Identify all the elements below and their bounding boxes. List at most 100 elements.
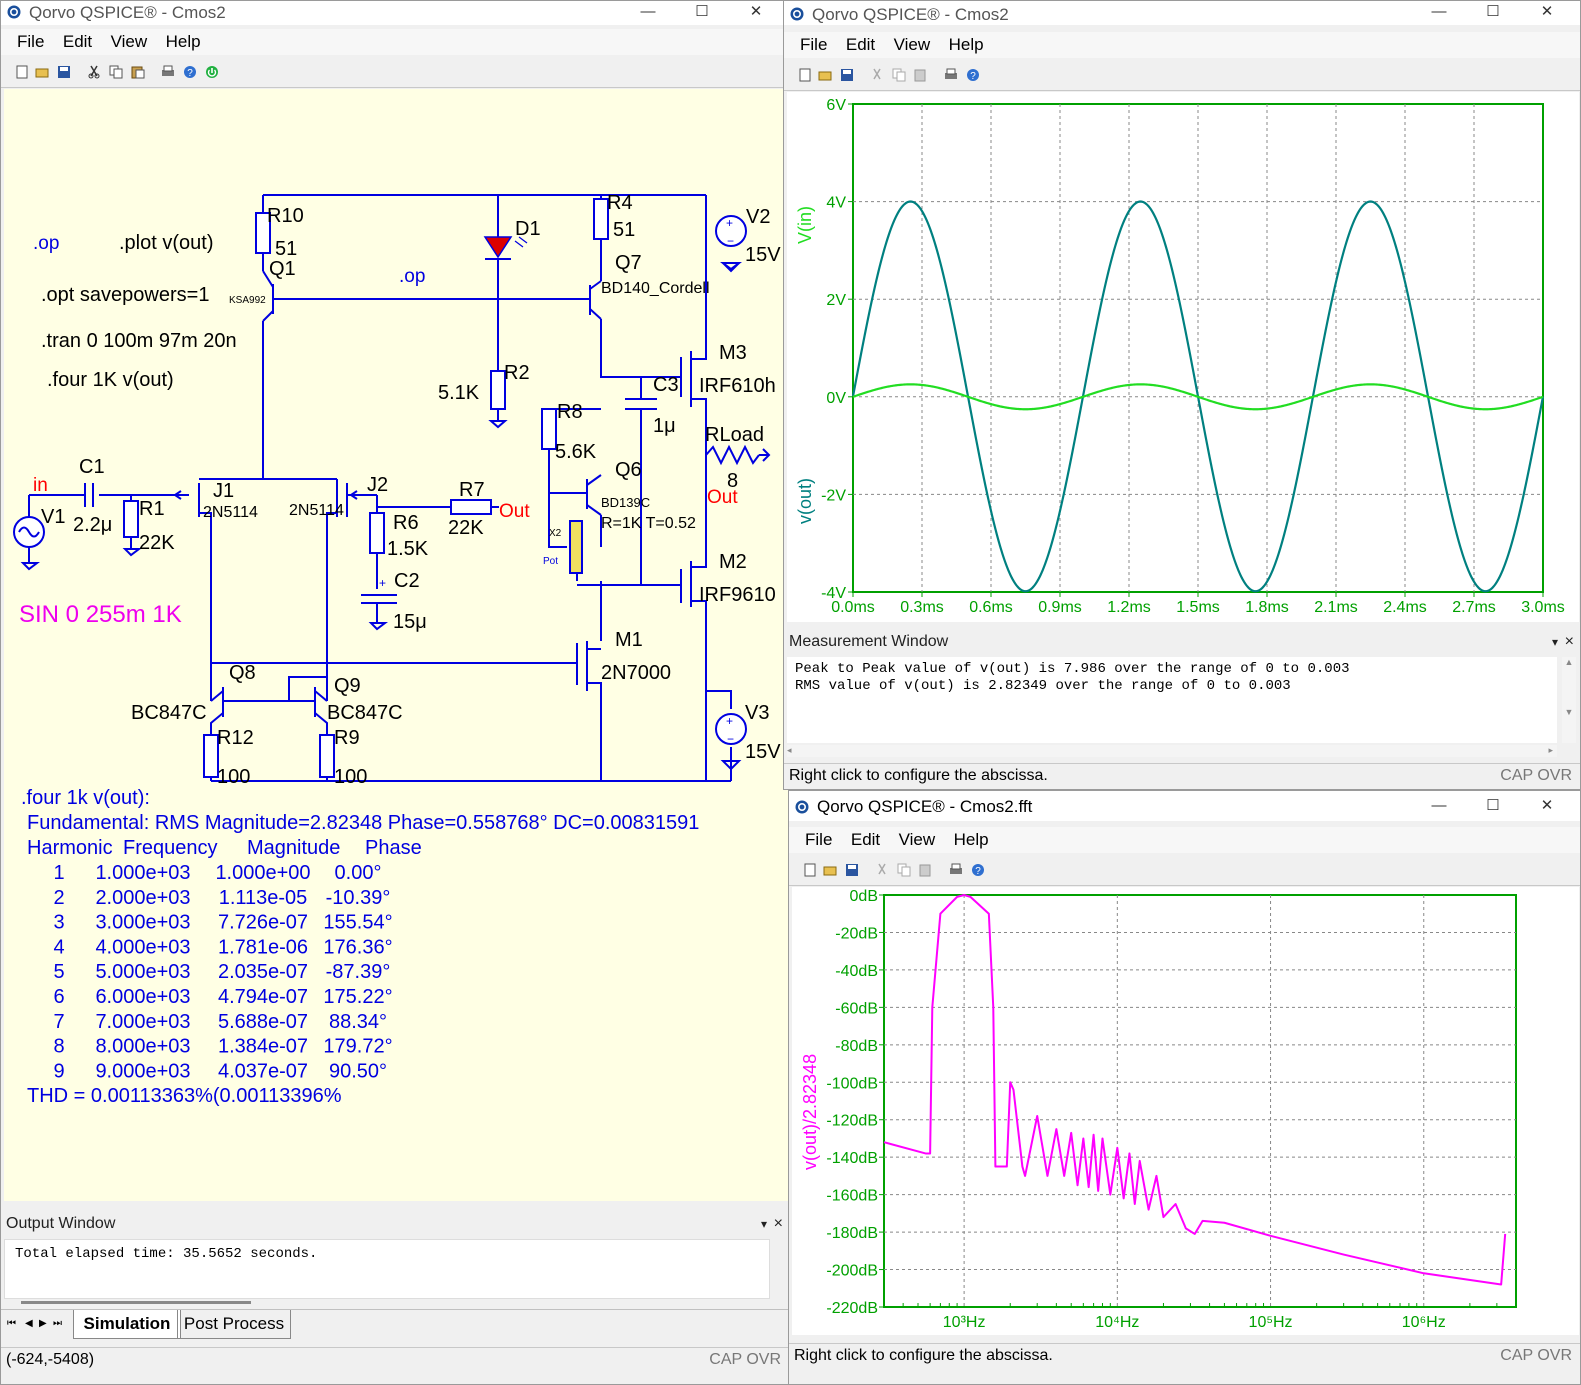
label-r9-val[interactable]: 100 (334, 766, 367, 788)
menu-edit[interactable]: Edit (850, 830, 881, 849)
net-label-in[interactable]: in (33, 475, 48, 496)
net-label-out-2[interactable]: Out (707, 487, 738, 508)
label-r8[interactable]: R8 (557, 401, 583, 423)
legend-vout[interactable]: v(out) (795, 478, 815, 524)
label-c2-val[interactable]: 15μ (393, 611, 427, 633)
tab-nav-next-icon[interactable]: ▶ (39, 1318, 47, 1329)
label-m1-model[interactable]: 2N7000 (601, 662, 671, 684)
label-x2[interactable]: X2 (549, 528, 562, 539)
menu-file[interactable]: File (800, 35, 828, 54)
help-icon[interactable]: ? (971, 863, 985, 877)
tab-nav-first-icon[interactable]: ⏮ (7, 1318, 16, 1329)
print-icon[interactable] (944, 68, 958, 82)
label-q1-model[interactable]: KSA992 (229, 295, 266, 306)
label-r6-val[interactable]: 1.5K (387, 538, 429, 560)
label-c2[interactable]: C2 (394, 570, 420, 592)
label-c3-val[interactable]: 1μ (653, 415, 676, 437)
label-r8-val[interactable]: 5.6K (555, 441, 597, 463)
label-q7-model[interactable]: BD140_Cordell (601, 280, 710, 297)
label-m3-model[interactable]: IRF610h (699, 375, 776, 397)
save-icon[interactable] (57, 65, 71, 79)
tab-post-process[interactable]: Post Process (177, 1310, 291, 1339)
menu-view[interactable]: View (110, 32, 148, 51)
copy-icon[interactable] (897, 863, 911, 877)
label-r10[interactable]: R10 (267, 205, 304, 227)
menu-edit[interactable]: Edit (62, 32, 93, 51)
copy-icon[interactable] (892, 68, 906, 82)
minimize-icon[interactable]: — (1431, 3, 1447, 20)
label-v1[interactable]: V1 (41, 506, 65, 528)
directive-tran[interactable]: .tran 0 100m 97m 20n (41, 330, 237, 352)
paste-icon[interactable] (919, 863, 933, 877)
label-r7-val[interactable]: 22K (448, 517, 484, 539)
directive-plot[interactable]: .plot v(out) (119, 232, 213, 254)
pane-close-icon[interactable]: × (773, 1215, 783, 1232)
schematic-titlebar[interactable]: Qorvo QSPICE® - Cmos2 — ☐ ✕ (1, 1, 789, 25)
label-j2-model[interactable]: 2N5114 (289, 502, 344, 519)
label-r10-val[interactable]: 51 (275, 238, 297, 260)
label-j1-model[interactable]: 2N5114 (203, 504, 258, 521)
label-q6-model[interactable]: BD139C (601, 495, 650, 510)
label-r12[interactable]: R12 (217, 727, 254, 749)
label-pot[interactable]: Pot (543, 556, 558, 567)
menu-file[interactable]: File (805, 830, 833, 849)
label-r7[interactable]: R7 (459, 479, 485, 501)
net-label-out-1[interactable]: Out (499, 501, 530, 522)
label-q1[interactable]: Q1 (269, 258, 296, 280)
label-d1[interactable]: D1 (515, 218, 541, 240)
paste-icon[interactable] (914, 68, 928, 82)
label-m3[interactable]: M3 (719, 342, 747, 364)
menu-help[interactable]: Help (953, 830, 989, 849)
new-file-icon[interactable] (803, 863, 817, 877)
label-v2[interactable]: V2 (746, 206, 770, 228)
minimize-icon[interactable]: — (640, 3, 656, 20)
menu-file[interactable]: File (17, 32, 45, 51)
label-q8[interactable]: Q8 (229, 662, 256, 684)
tab-nav-last-icon[interactable]: ⏭ (53, 1318, 62, 1329)
menu-edit[interactable]: Edit (845, 35, 876, 54)
menu-help[interactable]: Help (165, 32, 201, 51)
print-icon[interactable] (161, 65, 175, 79)
label-m1[interactable]: M1 (615, 629, 643, 651)
label-rload-val[interactable]: 8 (727, 470, 738, 492)
help-icon[interactable]: ? (966, 68, 980, 82)
open-folder-icon[interactable] (818, 68, 832, 82)
label-q7[interactable]: Q7 (615, 252, 642, 274)
pane-dropdown-icon[interactable]: ▾ (1551, 635, 1558, 649)
label-v3[interactable]: V3 (745, 702, 769, 724)
output-window-body[interactable]: Total elapsed time: 35.5652 seconds. (4, 1239, 770, 1299)
new-file-icon[interactable] (798, 68, 812, 82)
maximize-icon[interactable]: ☐ (1486, 797, 1500, 814)
directive-four[interactable]: .four 1K v(out) (47, 369, 174, 391)
paste-icon[interactable] (131, 65, 145, 79)
measurement-vscroll[interactable]: ▲▼ (1562, 657, 1576, 743)
cut-icon[interactable] (870, 68, 884, 82)
open-folder-icon[interactable] (35, 65, 49, 79)
measurement-window-body[interactable]: Peak to Peak value of v(out) is 7.986 ov… (787, 657, 1557, 743)
sin-source-label[interactable]: SIN 0 255m 1K (19, 601, 182, 628)
output-hscroll[interactable] (21, 1301, 251, 1304)
label-r1[interactable]: R1 (139, 498, 165, 520)
label-c1[interactable]: C1 (79, 456, 105, 478)
label-r4-val[interactable]: 51 (613, 219, 635, 241)
label-q6[interactable]: Q6 (615, 459, 642, 481)
label-m2[interactable]: M2 (719, 551, 747, 573)
label-j2[interactable]: J2 (367, 474, 388, 496)
open-folder-icon[interactable] (823, 863, 837, 877)
label-m2-model[interactable]: IRF9610 (699, 584, 776, 606)
close-icon[interactable]: ✕ (1540, 797, 1554, 814)
label-r4[interactable]: R4 (607, 192, 633, 214)
label-c3[interactable]: C3 (653, 374, 679, 396)
schematic-canvas[interactable]: +− +− + .op .op .plot v(out) .opt savepo… (4, 89, 788, 1201)
label-q9-model[interactable]: BC847C (327, 702, 403, 724)
fft-titlebar[interactable]: Qorvo QSPICE® - Cmos2.fft — ☐ ✕ (789, 791, 1580, 821)
cut-icon[interactable] (87, 65, 101, 79)
label-j1[interactable]: J1 (213, 480, 234, 502)
label-r2[interactable]: R2 (504, 362, 530, 384)
label-r9[interactable]: R9 (334, 727, 360, 749)
print-icon[interactable] (949, 863, 963, 877)
label-q8-model[interactable]: BC847C (131, 702, 207, 724)
directive-op-1[interactable]: .op (33, 233, 59, 254)
fft-ylabel[interactable]: v(out)/2.82348 (800, 1054, 820, 1170)
copy-icon[interactable] (109, 65, 123, 79)
